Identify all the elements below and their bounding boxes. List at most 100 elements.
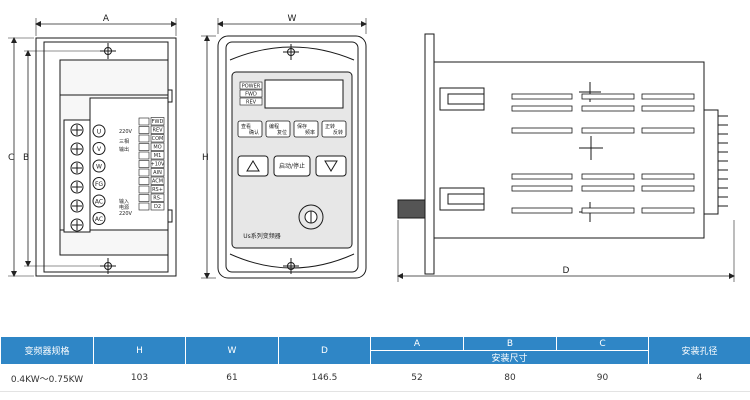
front-view-outline [217,35,367,279]
terminal-label-right: COM [152,136,164,142]
vent-slot [511,127,573,134]
terminal-note: 输入 [119,198,129,205]
terminal-screw [138,177,150,185]
terminal-cell [150,117,165,126]
terminal-cell [150,193,165,202]
vent-slot [511,105,573,112]
vent-slots [511,93,695,214]
vent-slot [581,173,635,180]
header-model: 变频器规格 [0,336,94,365]
terminal-screw [138,117,150,126]
vent-slot [641,185,695,192]
terminal-screws [70,123,84,232]
terminal-screw [138,143,150,151]
header-a: A [370,336,464,351]
dimension-w-label: W [288,14,297,24]
terminal-screw [138,126,150,134]
terminal-label-right: AIN [153,170,162,176]
terminal-cell [150,202,165,211]
terminal-screw [138,168,150,177]
terminal-label-right: RS- [153,196,162,202]
function-key-bottom: 复位 [277,129,287,136]
terminal-label-right: +10V [151,162,166,168]
terminal-circle [92,212,106,225]
connector-pins [718,115,728,207]
cell-a: 52 [370,364,464,392]
cell-model: 0.4KW～0.75KW [0,364,94,392]
indicator-label: POWER [242,84,261,90]
side-view-flange [35,37,177,277]
cell-b: 80 [463,364,557,392]
vent-slot [581,93,635,100]
terminal-label-right: FWD [152,119,164,125]
dimension-c: C [8,37,34,277]
header-b: B [463,336,557,351]
display-window [264,79,344,109]
series-label: Us系列变频器 [243,232,281,240]
terminal-circle [92,159,106,173]
cell-h: 103 [93,364,186,392]
dimension-a: A [35,14,177,36]
function-key-top: 正转 [325,123,335,130]
header-h: H [93,336,186,365]
terminal-label-left: FG [95,181,103,188]
front-bottom-curve [229,253,355,269]
terminal-screw [138,185,150,194]
vent-slot [581,127,635,134]
terminal-note: 三相 [119,138,129,145]
terminal-note: 220V [119,211,133,217]
indicator-label: REV [246,100,257,106]
spec-table: 变频器规格 H W D A B C 安装孔径 安装尺寸 0.4KW～0.75KW… [0,336,750,392]
terminal-circle [92,177,106,190]
dimension-w: W [217,14,367,34]
terminal-circle [92,124,106,138]
dimension-b-label: B [23,153,29,163]
vent-slot [511,93,573,100]
function-key-top: 查看 [241,123,251,130]
function-key [265,120,291,138]
dimension-h-label: H [202,153,209,163]
terminal-circle [92,142,106,155]
terminal-label-left: AC [95,216,103,223]
terminal-screw [138,202,150,211]
dimension-h: H [201,35,216,279]
indicator-box [239,89,263,98]
vent-slot [641,127,695,134]
vent-slot [581,185,635,192]
terminal-screw [138,134,150,143]
terminal-cell [150,176,165,185]
indicator-box [239,97,263,106]
terminal-cell [150,185,165,194]
function-key-top: 编程 [269,123,279,130]
terminal-screw [138,160,150,168]
down-arrow-icon [324,160,338,172]
run-stop-key[interactable] [273,155,311,177]
vent-slot [511,173,573,180]
terminal-label-left: V [97,146,102,153]
function-key [321,120,347,138]
terminal-label-right: ACM [152,179,163,185]
terminal-label-left: U [97,129,101,136]
vent-slot [641,93,695,100]
indicator-label: FWD [245,92,257,98]
dimension-c-label: C [8,153,14,163]
terminal-block-left [63,119,91,233]
terminal-cell [150,125,165,134]
terminal-label-left: AC [95,199,103,206]
terminal-label-right: MO [153,145,161,151]
top-view-front-plate [424,33,435,275]
terminal-cell [150,151,165,160]
function-key-bottom: 反转 [333,129,343,136]
terminal-cell [150,134,165,143]
function-key-bottom: 确认 [249,129,259,136]
terminal-screw [138,151,150,160]
dimension-a-label: A [103,14,110,24]
header-d: D [278,336,371,365]
vent-slot [511,185,573,192]
panel-indicators: POWER FWD REV [239,81,263,106]
terminal-label-right: RS+ [152,187,163,193]
function-key-bottom: 频率 [305,129,315,136]
